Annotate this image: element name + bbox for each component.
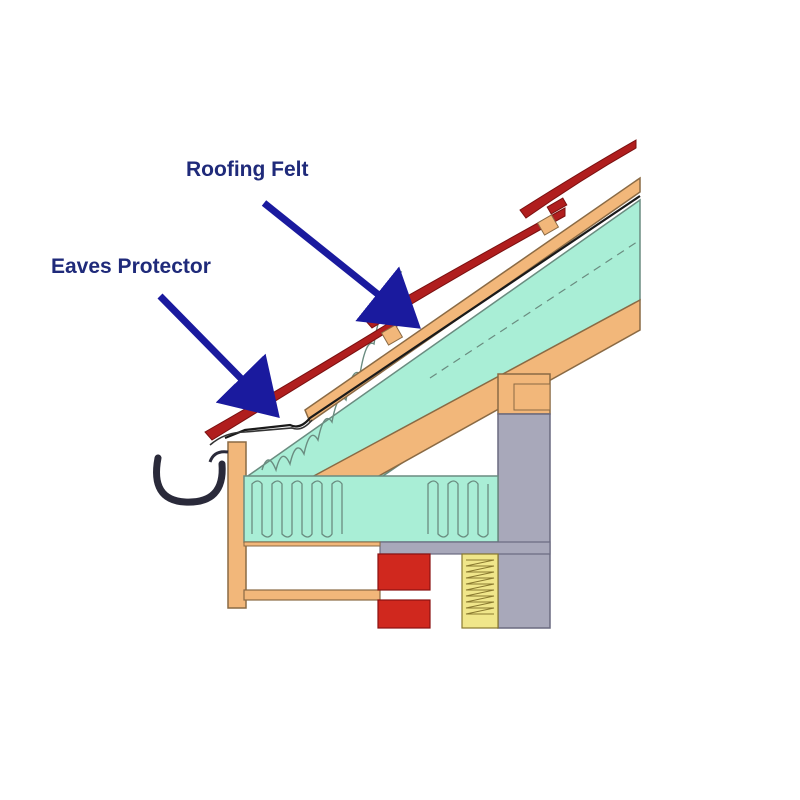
cavity-insulation-zigzag bbox=[465, 559, 495, 615]
roofing-felt-line bbox=[224, 195, 641, 440]
ceiling-insulation bbox=[243, 475, 499, 543]
joist-lower bbox=[243, 541, 381, 547]
brick bbox=[377, 553, 431, 591]
tile-batten bbox=[536, 214, 560, 236]
tile-batten bbox=[380, 324, 404, 346]
gutter bbox=[153, 454, 226, 506]
cavity-insulation-batt bbox=[461, 553, 499, 629]
ceiling-board bbox=[379, 541, 551, 555]
brick bbox=[377, 599, 431, 629]
gutter-bracket bbox=[208, 450, 229, 463]
roof-tile-upper bbox=[519, 139, 637, 219]
eaves-protector-sheet bbox=[209, 419, 313, 446]
soffit-board bbox=[243, 589, 381, 601]
roofing-felt-label: Roofing Felt bbox=[186, 158, 309, 181]
roofing-felt-arrow bbox=[261, 200, 421, 329]
ceiling-insulation-quilt-left bbox=[251, 480, 343, 538]
wall-plate-inner bbox=[513, 383, 551, 411]
ceiling-insulation-quilt-right bbox=[427, 480, 489, 538]
tile-batten-board bbox=[304, 176, 641, 424]
tile-nib bbox=[546, 197, 568, 215]
eaves-protector-arrow bbox=[157, 293, 280, 418]
eaves-protector-label: Eaves Protector bbox=[51, 255, 211, 278]
inner-leaf-block-wall bbox=[497, 413, 551, 629]
